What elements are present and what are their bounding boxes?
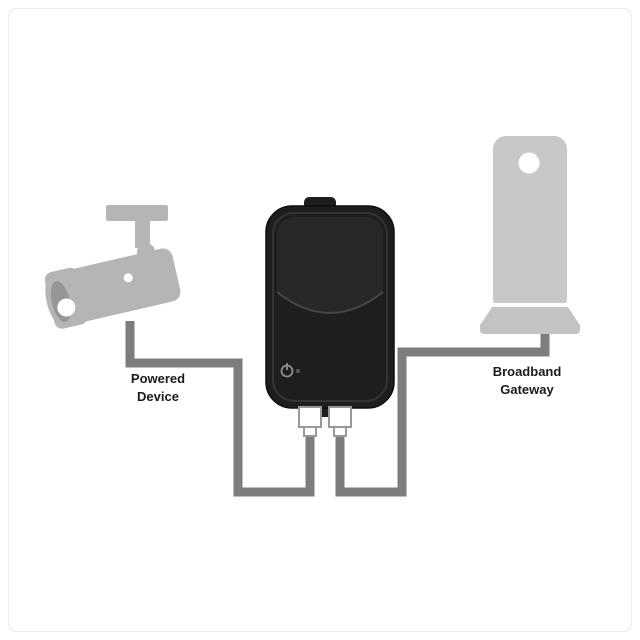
camera-body-group bbox=[44, 248, 181, 329]
ethernet-port-right bbox=[328, 406, 352, 437]
device-inner-groove bbox=[272, 212, 388, 402]
gateway-circle-detail bbox=[518, 152, 540, 174]
camera-mount-plate bbox=[106, 205, 168, 221]
gateway-illustration bbox=[480, 136, 580, 334]
gateway-base-lip bbox=[480, 322, 580, 334]
broadband-gateway-label: Broadband Gateway bbox=[492, 364, 562, 397]
device-flap-panel bbox=[277, 217, 383, 313]
device-flap-seam bbox=[276, 291, 384, 314]
camera-illustration bbox=[44, 205, 181, 329]
gateway-base-seam bbox=[489, 303, 571, 307]
power-icon bbox=[280, 363, 300, 378]
poe-extender-illustration bbox=[265, 197, 395, 437]
gateway-base-flare bbox=[481, 307, 579, 324]
ethernet-port-left bbox=[298, 406, 322, 437]
cable-gateway-to-device bbox=[335, 322, 550, 497]
status-led bbox=[296, 369, 300, 373]
cables bbox=[125, 321, 550, 497]
gateway-tower bbox=[493, 136, 567, 312]
camera-lens-glass bbox=[57, 298, 76, 317]
powered-device-label: Powered Device bbox=[130, 371, 186, 404]
camera-led-dot bbox=[123, 273, 133, 283]
camera-mount-stem bbox=[135, 220, 150, 248]
cable-camera-to-device bbox=[125, 321, 315, 497]
